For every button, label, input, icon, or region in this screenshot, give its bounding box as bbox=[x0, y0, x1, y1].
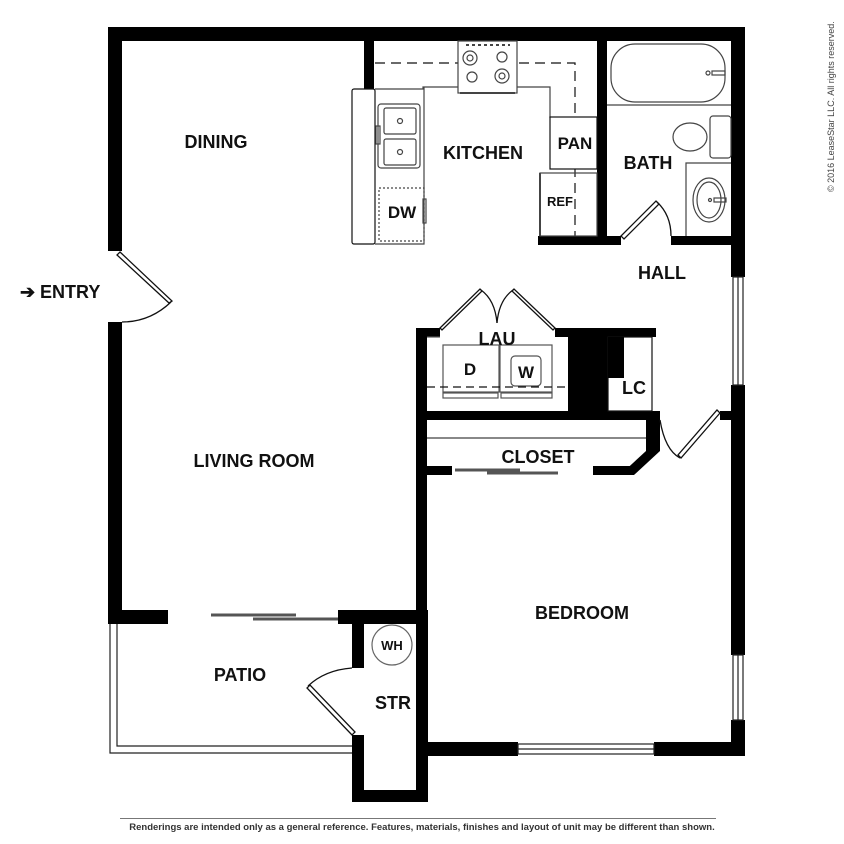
copyright-notice: © 2016 LeaseStar LLC. All rights reserve… bbox=[826, 12, 838, 192]
interior-walls bbox=[108, 27, 745, 802]
label-bedroom: BEDROOM bbox=[535, 603, 629, 623]
label-living-room: LIVING ROOM bbox=[194, 451, 315, 471]
label-laundry: LAU bbox=[479, 329, 516, 349]
windows bbox=[109, 276, 744, 755]
storage-door[interactable] bbox=[306, 667, 356, 736]
footer-disclaimer: Renderings are intended only as a genera… bbox=[129, 822, 715, 833]
swing-doors bbox=[116, 200, 721, 736]
label-dryer: D bbox=[464, 360, 476, 379]
kitchen-sink bbox=[375, 103, 421, 169]
label-hall: HALL bbox=[638, 263, 686, 283]
range-stove bbox=[457, 40, 518, 94]
label-kitchen: KITCHEN bbox=[443, 143, 523, 163]
label-patio: PATIO bbox=[214, 665, 266, 685]
label-storage: STR bbox=[375, 693, 411, 713]
laundry-doors[interactable] bbox=[439, 288, 556, 331]
label-washer: W bbox=[518, 363, 535, 382]
label-water-heater: WH bbox=[381, 638, 403, 653]
bathtub bbox=[610, 43, 726, 103]
kitchen-counter bbox=[351, 88, 376, 245]
kitchen-fixtures bbox=[351, 40, 598, 245]
dishwasher bbox=[378, 187, 425, 242]
water-heater bbox=[371, 624, 413, 666]
label-pantry: PAN bbox=[558, 134, 593, 153]
entry-arrow-icon: ➔ bbox=[20, 282, 35, 302]
toilet bbox=[672, 122, 708, 152]
sliding-doors bbox=[211, 468, 558, 621]
dryer bbox=[442, 344, 500, 393]
bedroom-door[interactable] bbox=[659, 409, 721, 459]
label-dining: DINING bbox=[185, 132, 248, 152]
laundry-fixtures bbox=[371, 336, 653, 666]
bath-sink bbox=[692, 177, 726, 223]
washer bbox=[499, 344, 553, 393]
label-entry: ENTRY bbox=[40, 282, 100, 302]
footer-divider bbox=[120, 818, 716, 819]
label-bath: BATH bbox=[624, 153, 673, 173]
label-refrigerator: REF bbox=[547, 194, 573, 209]
pantry bbox=[549, 116, 598, 170]
label-dishwasher: DW bbox=[388, 203, 417, 222]
label-closet: CLOSET bbox=[501, 447, 574, 467]
copyright-text: © 2016 LeaseStar LLC. All rights reserve… bbox=[826, 21, 836, 192]
bath-fixtures bbox=[607, 43, 732, 236]
label-linen-closet: LC bbox=[622, 378, 646, 398]
bath-door[interactable] bbox=[620, 200, 672, 240]
entry-door[interactable] bbox=[116, 251, 174, 323]
exterior-walls bbox=[108, 27, 745, 756]
